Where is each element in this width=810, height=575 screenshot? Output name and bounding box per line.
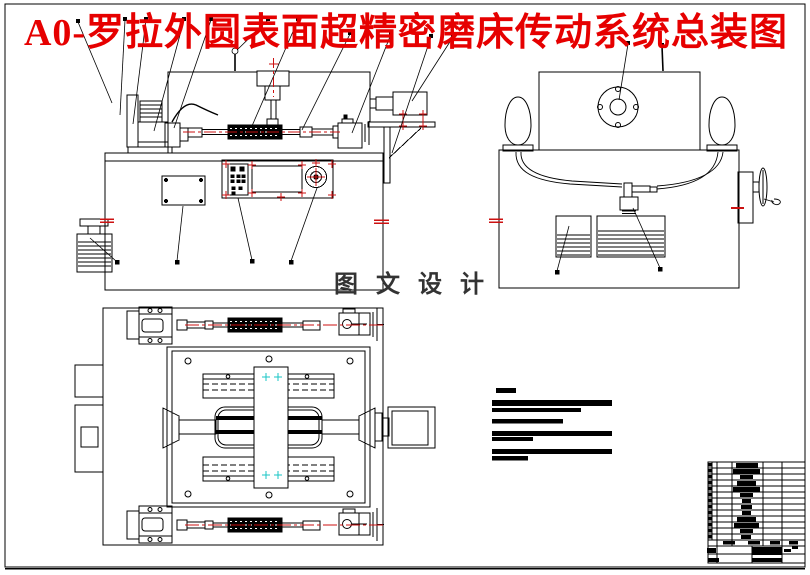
- red-centerlines: [100, 58, 744, 526]
- redacted-notes: [492, 388, 612, 461]
- radiator-tanks: [555, 215, 666, 258]
- cyan-locator-marks: [262, 373, 282, 479]
- right-cover-cap: [706, 96, 738, 152]
- title-block: [707, 461, 806, 564]
- plan-left-blocks: [74, 364, 104, 473]
- front-view: [76, 70, 436, 291]
- side-view: [498, 71, 781, 289]
- center-column: [253, 366, 289, 489]
- work-table: [166, 346, 371, 508]
- headstock-housing: [167, 71, 371, 153]
- watermark-text: 图 文 设 计: [334, 272, 490, 298]
- spindle-flange: [597, 86, 639, 128]
- leader-lines: [76, 17, 664, 275]
- center-shaft: [162, 406, 436, 449]
- control-panel-group: [221, 159, 334, 199]
- left-feed-motor: [126, 94, 219, 154]
- bed-left-panel: [161, 175, 206, 206]
- coolant-pump: [76, 218, 113, 273]
- red-screw-position-marks: [222, 159, 336, 201]
- oil-pipes: [515, 151, 724, 190]
- lubrication-valve: [619, 182, 658, 217]
- plan-view: [74, 306, 436, 546]
- right-motor-bracket: [367, 91, 436, 290]
- side-handwheel: [737, 167, 781, 224]
- side-top-box: [538, 71, 701, 151]
- left-cover-cap: [502, 96, 534, 152]
- drawing-title: A0-罗拉外圆表面超精密磨床传动系统总装图: [23, 12, 789, 54]
- sheet-border: [4, 3, 806, 570]
- side-body: [498, 149, 740, 289]
